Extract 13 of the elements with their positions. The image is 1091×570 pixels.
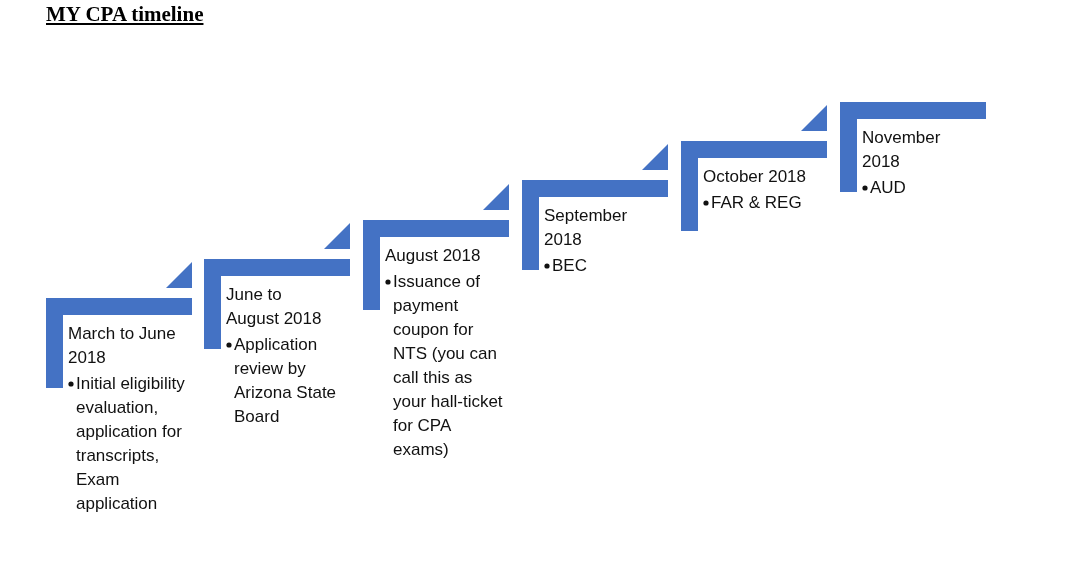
step-description: FAR & REG: [711, 192, 803, 214]
step-description: BEC: [552, 255, 588, 277]
title: MY CPA timeline: [46, 2, 204, 27]
step-date: August 2018: [385, 245, 482, 267]
step-description: Issuance of payment coupon for NTS (you can call this as your hall-ticket for CPA exams): [393, 271, 504, 461]
step-date: June to August 2018: [226, 284, 323, 330]
step-date: November 2018: [862, 127, 942, 173]
step-date: March to June 2018: [68, 323, 177, 369]
step-description: Initial eligibility evaluation, application for transcripts, Exam application: [76, 373, 186, 515]
step-description: AUD: [870, 177, 907, 199]
step-date: September 2018: [544, 205, 629, 251]
step-description: Application review by Arizona State Board: [234, 334, 338, 428]
step-date: October 2018: [703, 166, 807, 188]
